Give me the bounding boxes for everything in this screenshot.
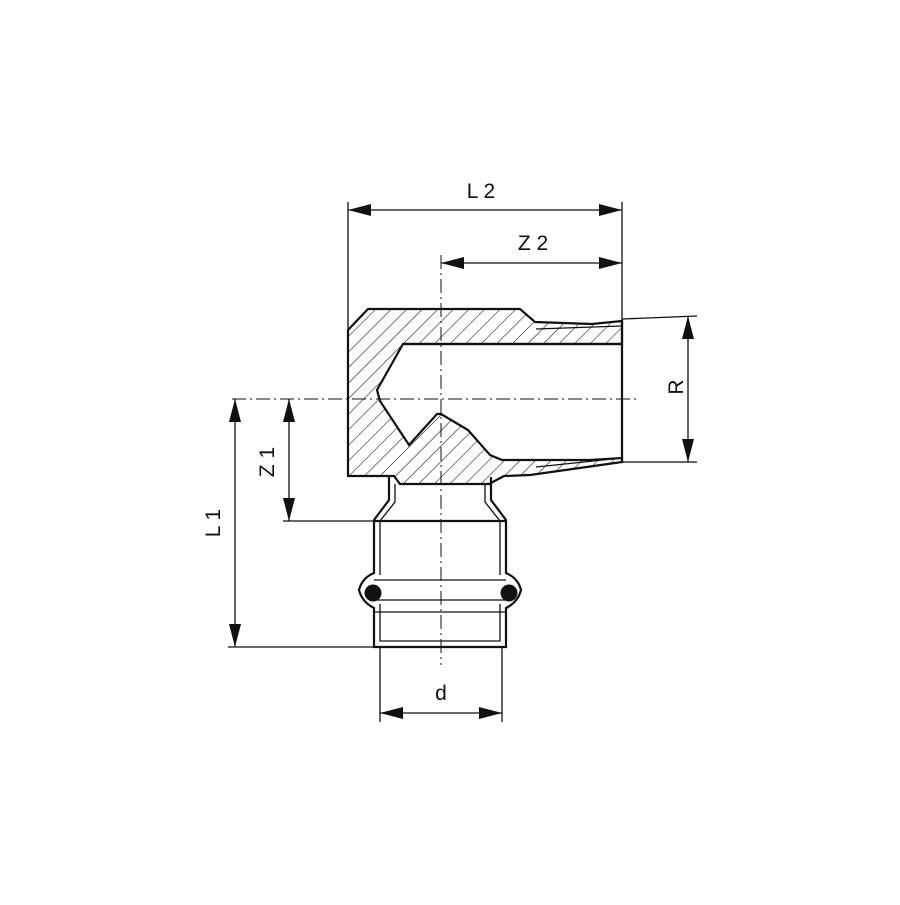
thread-line-top <box>535 325 623 330</box>
dimension-d: d <box>380 682 502 719</box>
o-ring-left <box>364 584 382 602</box>
label-d: d <box>435 682 447 705</box>
dimension-l1: L 1 <box>202 399 241 647</box>
label-z1: Z 1 <box>256 447 279 477</box>
o-ring-right <box>500 584 518 602</box>
thread-line-bottom <box>535 457 623 468</box>
fitting-body-section <box>346 307 624 486</box>
label-z2: Z 2 <box>518 232 548 255</box>
socket-inner-wall <box>379 484 501 642</box>
dimension-z2: Z 2 <box>441 232 622 269</box>
label-r: R <box>665 379 688 394</box>
dimension-r: R <box>665 316 694 462</box>
ext-line-r-top <box>621 315 698 320</box>
dimension-l2: L 2 <box>348 180 622 216</box>
label-l1: L 1 <box>202 509 225 537</box>
press-socket <box>357 477 523 649</box>
label-l2: L 2 <box>467 180 495 203</box>
dimension-z1: Z 1 <box>256 399 295 521</box>
